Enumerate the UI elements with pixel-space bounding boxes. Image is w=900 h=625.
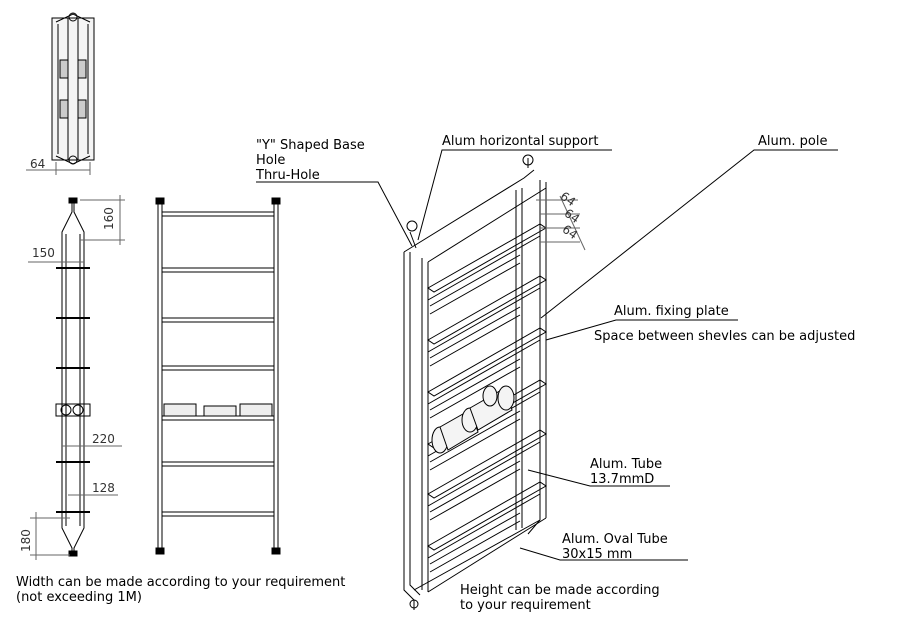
side-dims [28, 195, 125, 560]
dim-220-label: 220 [92, 432, 115, 446]
top-view [51, 12, 95, 165]
iso-rolls [431, 385, 515, 454]
dim-160-label: 160 [102, 207, 116, 230]
horizontal-support-label: Alum horizontal support [442, 134, 599, 149]
tube-label-line2: 13.7mmD [590, 472, 655, 487]
pole-label: Alum. pole [758, 134, 828, 149]
height-note-line2: to your requirement [460, 598, 591, 613]
front-view [155, 197, 281, 555]
oval-tube-label-line2: 30x15 mm [562, 547, 633, 562]
y-base-label-line2: Hole [256, 153, 286, 168]
iso-tubes [429, 254, 521, 573]
dim-128-label: 128 [92, 481, 115, 495]
width-note-line2: (not exceeding 1M) [16, 590, 142, 605]
width-note-line1: Width can be made according to your requ… [16, 575, 346, 590]
y-base-label-line3: Thru-Hole [256, 168, 320, 183]
oval-tube-label-line1: Alum. Oval Tube [562, 532, 668, 547]
dim-180-label: 180 [19, 529, 33, 552]
adjustable-label: Space between shevles can be adjusted [594, 329, 856, 344]
tube-label-line1: Alum. Tube [590, 457, 663, 472]
isometric-view [403, 154, 586, 610]
dim-64-top-label: 64 [30, 157, 46, 171]
fixing-plate-label: Alum. fixing plate [614, 304, 729, 319]
iso-dims [536, 195, 586, 251]
dim-64-top [26, 162, 91, 175]
y-base-label-line1: "Y" Shaped Base [256, 138, 365, 153]
height-note-line1: Height can be made according [460, 583, 660, 598]
leader-lines [256, 149, 838, 561]
dim-150-label: 150 [32, 246, 55, 260]
side-view [55, 197, 91, 557]
